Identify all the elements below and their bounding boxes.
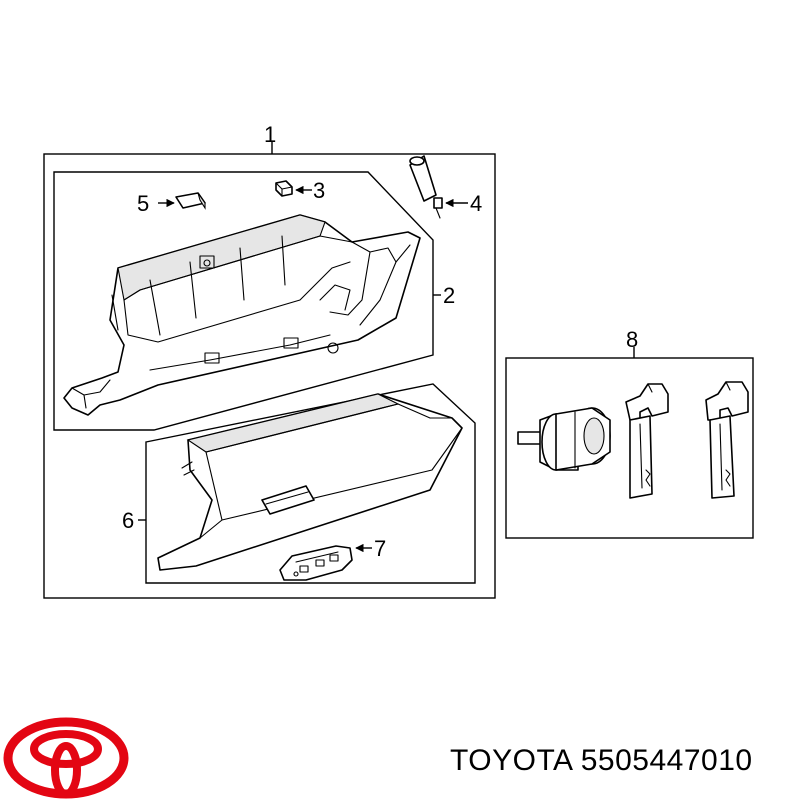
part-8-key-1 [625,383,669,499]
callout-1: 1 [264,122,276,147]
callout-4: 4 [470,191,482,216]
callout-8: 8 [626,327,638,352]
part-2-glove-box-housing [63,214,421,416]
part-2-frame [53,171,434,431]
part-8-key-2 [705,381,749,499]
part-8-lock-cylinder [517,407,611,471]
part-4-damper [409,155,443,219]
callout-6: 6 [122,508,134,533]
callout-2: 2 [443,283,455,308]
part-7-latch [279,545,353,581]
part-6-glove-box-door [157,393,463,571]
part-3-bumper [275,180,293,197]
part-5-clip [175,192,206,210]
assembly-1-frame [43,153,496,599]
part-8-frame [505,357,754,539]
part-number-caption: TOYOTA 5505447010 [450,744,753,777]
toyota-logo [3,717,129,799]
part-6-frame [145,383,476,584]
callout-5: 5 [137,191,149,216]
callout-7: 7 [374,536,386,561]
callout-3: 3 [313,178,325,203]
